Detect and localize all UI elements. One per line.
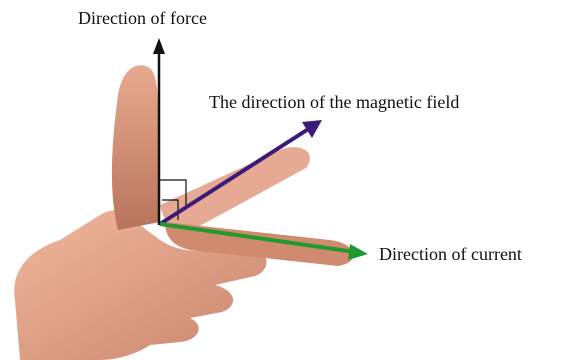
current-label: Direction of current [379, 245, 522, 263]
field-label: The direction of the magnetic field [209, 93, 459, 111]
current-arrowhead [348, 244, 368, 260]
force-label: Direction of force [78, 9, 207, 27]
thumb-shape [112, 65, 160, 230]
index-finger-shape [160, 147, 310, 231]
force-arrowhead [153, 38, 165, 54]
